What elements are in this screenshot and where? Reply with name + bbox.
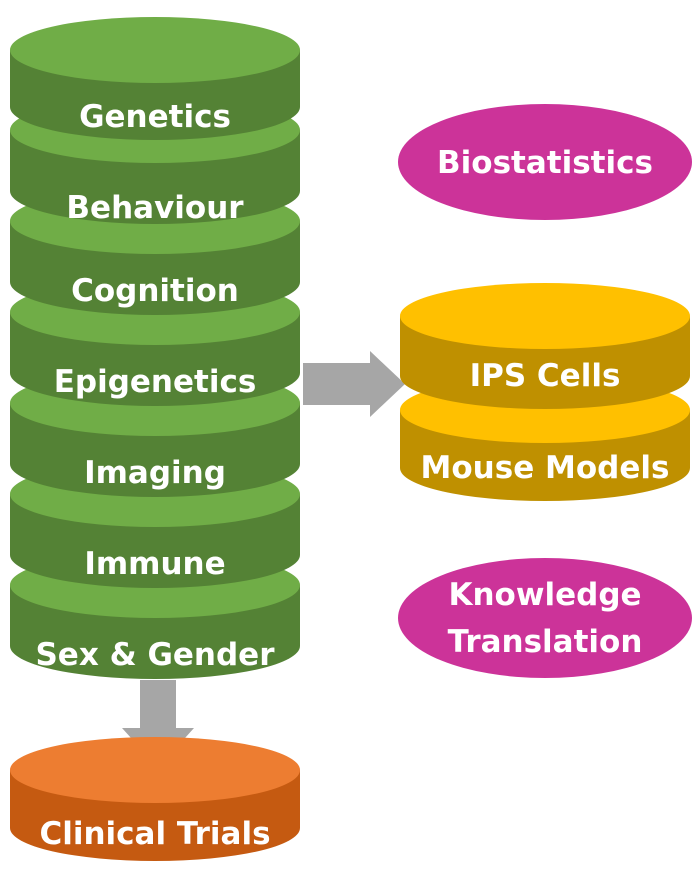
biostatistics-oval: Biostatistics <box>398 104 692 220</box>
models-label-mouse-models: Mouse Models <box>421 450 670 486</box>
arrow-right-icon <box>303 351 405 417</box>
biostatistics-label: Biostatistics <box>437 145 653 181</box>
stack-label-sex-gender: Sex & Gender <box>35 637 275 673</box>
clinical-trials-disk: Clinical Trials <box>10 737 300 861</box>
models-stack: Mouse Models IPS Cells <box>400 283 690 501</box>
stack-label-epigenetics: Epigenetics <box>54 364 257 400</box>
knowledge-translation-oval: Knowledge Translation <box>398 558 692 678</box>
stack-layer-genetics: Genetics <box>10 17 300 140</box>
knowledge-label-line2: Translation <box>448 624 643 660</box>
stack-label-immune: Immune <box>84 546 225 582</box>
stack-label-behaviour: Behaviour <box>66 190 244 226</box>
clinical-trials-label: Clinical Trials <box>39 816 270 852</box>
knowledge-label-line1: Knowledge <box>448 577 641 613</box>
stack-label-cognition: Cognition <box>71 273 239 309</box>
models-label-ips-cells: IPS Cells <box>470 358 621 394</box>
stack-label-genetics: Genetics <box>79 99 231 135</box>
models-layer-ips-cells: IPS Cells <box>400 283 690 409</box>
stack-label-imaging: Imaging <box>84 455 226 491</box>
green-stack: Sex & Gender Immune Imaging Epigenetics … <box>10 17 300 679</box>
